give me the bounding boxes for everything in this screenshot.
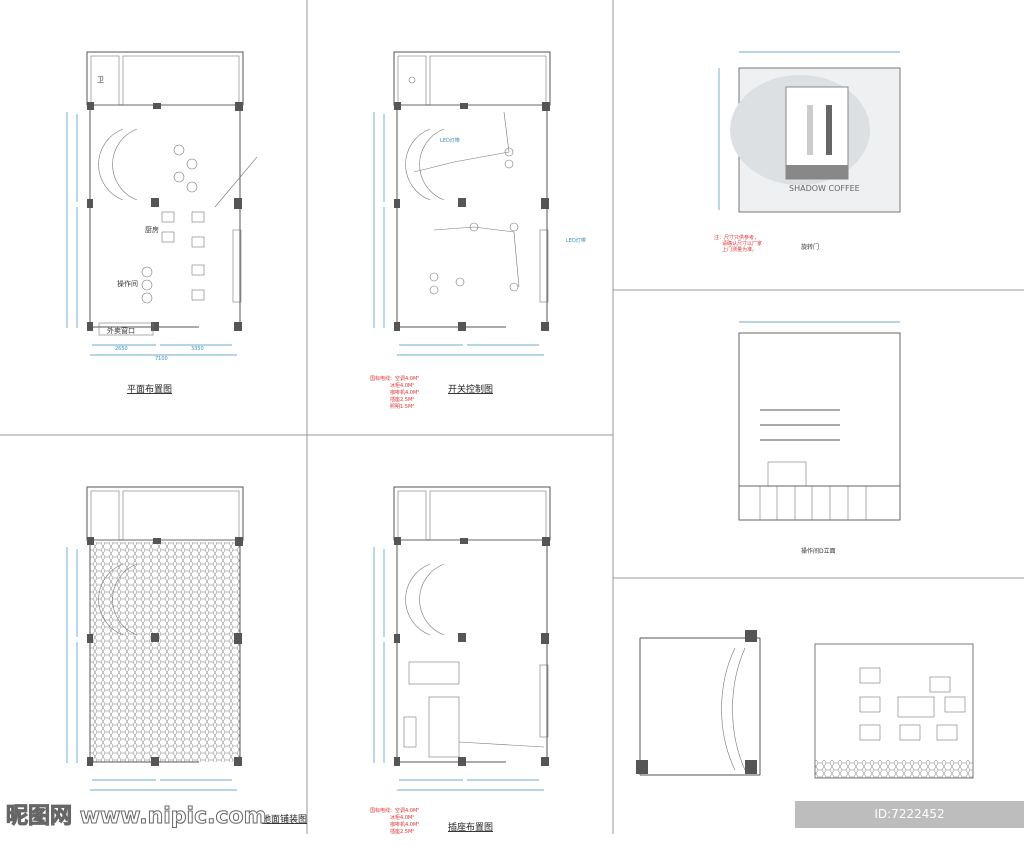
legend-line: 冰柜4.0M² — [390, 814, 414, 821]
legend-line: 插座2.5M² — [390, 396, 414, 403]
legend-line: 照明1.5M² — [390, 404, 414, 410]
dim-right: 3350 — [191, 346, 204, 352]
drawing-sheet: 卫 厨房 操作间 外卖窗口 2650 3350 7100 平面布置图 LE — [0, 0, 1024, 834]
panel-title: 插座布置图 — [448, 821, 493, 833]
socket-plan-panel: 插座布置图 — [373, 486, 551, 833]
legend-line: 咖啡机4.0M² — [390, 389, 419, 396]
wire-legend: 国标电线：空调4.0M² 冰柜4.0M² 咖啡机4.0M² 插座2.5M² 照明… — [370, 375, 419, 410]
switch-plan-panel: LED灯带 LED灯带 开关控制图 — [373, 51, 586, 395]
room-label-kitchen: 厨房 — [145, 225, 159, 234]
legend-line: 国标电线：空调4.0M² — [370, 807, 419, 814]
panel-title: 开关控制图 — [448, 383, 493, 395]
legend-line: 插座2.5M² — [390, 828, 414, 834]
panel-title: 平面布置图 — [127, 383, 172, 395]
hex-tile-area — [90, 542, 240, 762]
legend-line: 咖啡机4.0M² — [390, 821, 419, 828]
room-label-toilet: 卫 — [97, 76, 104, 84]
led-label: LED灯带 — [566, 237, 586, 244]
room-label-takeout: 外卖窗口 — [107, 326, 135, 335]
legend-line: 国标电线：空调4.0M² — [370, 375, 419, 382]
panel-title: 地面铺装图 — [262, 813, 307, 825]
watermark-site: 昵图网 www.nipic.com — [6, 804, 268, 830]
note-line: 上门测量为准。 — [722, 246, 757, 253]
elevation-panel: 操作间D立面 — [738, 321, 901, 555]
dim-left: 2650 — [115, 346, 128, 352]
note-line: 注：尺寸只供参考， — [714, 234, 759, 241]
legend-line: 冰柜4.0M² — [390, 382, 414, 389]
revolving-door-panel: SHADOW COFFEE 注：尺寸只供参考， 请确认尺寸以厂家 上门测量为准。… — [714, 51, 901, 253]
detail-panel — [636, 630, 974, 779]
brand-logo-text: SHADOW COFFEE — [789, 184, 860, 193]
wire-legend: 国标电线：空调4.0M² 冰柜4.0M² 咖啡机4.0M² 插座2.5M² — [370, 807, 419, 834]
dim-total: 7100 — [155, 356, 168, 362]
floor-finish-panel — [66, 486, 244, 791]
watermark-id: ID:7222452 NO:20200520000108030084 — [795, 801, 1024, 848]
floor-plan-panel: 卫 厨房 操作间 外卖窗口 2650 3350 7100 平面布置图 — [66, 51, 258, 395]
panel-title: 旋转门 — [801, 243, 819, 251]
note-line: 请确认尺寸以厂家 — [722, 240, 762, 247]
panel-title: 操作间D立面 — [801, 547, 836, 555]
room-label-operation: 操作间 — [117, 279, 138, 288]
led-label: LED灯带 — [440, 137, 460, 144]
